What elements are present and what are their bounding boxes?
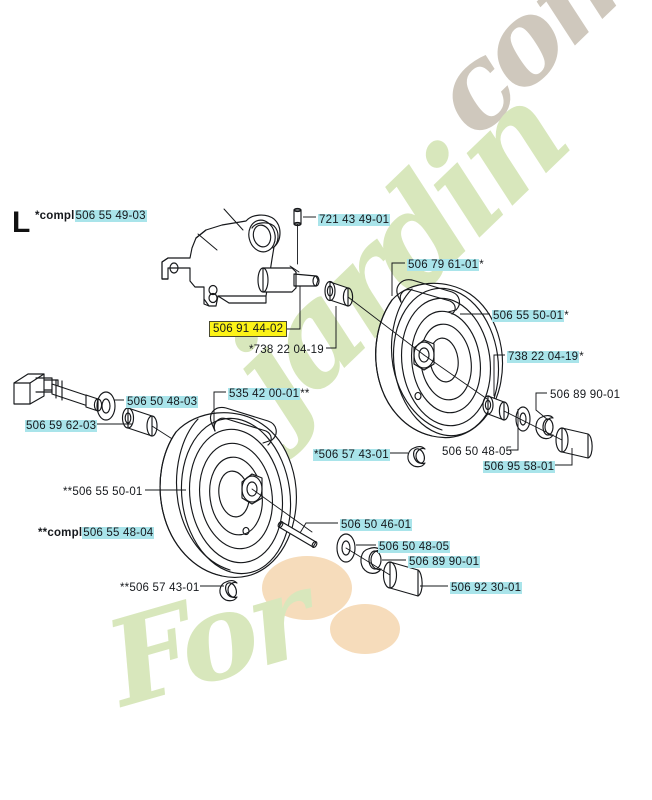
part-number: *506 57 43-01 bbox=[313, 449, 390, 461]
part-label-506-89-90-01-bot[interactable]: 506 89 90-01 bbox=[408, 556, 481, 569]
pin-lower bbox=[277, 520, 318, 549]
part-number: 506 89 90-01 bbox=[408, 556, 481, 568]
part-label-compl-506-55-48-04[interactable]: **compl506 55 48-04 bbox=[38, 527, 155, 540]
part-label-suffix: * bbox=[564, 310, 569, 322]
part-label-506-92-30-01[interactable]: 506 92 30-01 bbox=[450, 582, 523, 595]
part-label-535-42-00-01[interactable]: 535 42 00-01** bbox=[228, 388, 310, 401]
part-label-506-59-62-03[interactable]: 506 59 62-03 bbox=[25, 420, 98, 433]
part-label-506-55-50-01[interactable]: 506 55 50-01* bbox=[492, 310, 569, 323]
part-number: 506 50 48-03 bbox=[126, 396, 199, 408]
part-label-suffix: * bbox=[479, 259, 484, 271]
watermark-blob-orange bbox=[262, 556, 352, 620]
mounting-bracket bbox=[161, 208, 281, 307]
retaining-clip-upper-standalone bbox=[407, 446, 426, 468]
part-number: *738 22 04-19 bbox=[249, 344, 324, 356]
wheel-lower bbox=[159, 406, 313, 578]
part-number: 506 89 90-01 bbox=[550, 389, 621, 401]
part-number: 506 79 61-01 bbox=[407, 259, 480, 271]
part-label-506-79-61-01[interactable]: 506 79 61-01* bbox=[407, 259, 484, 272]
part-label-506-55-50-01-dd[interactable]: **506 55 50-01 bbox=[62, 486, 144, 499]
part-number: 506 50 48-05 bbox=[378, 541, 451, 553]
wheel-upper bbox=[347, 279, 503, 438]
part-label-738-22-04-19-cyan[interactable]: 738 22 04-19* bbox=[507, 351, 584, 364]
part-number: 506 55 50-01 bbox=[492, 310, 565, 322]
part-number: 506 92 30-01 bbox=[450, 582, 523, 594]
part-number: 506 50 48-05 bbox=[442, 446, 513, 458]
part-label-506-57-43-01-dd[interactable]: **506 57 43-01 bbox=[119, 582, 201, 595]
bearing-upper bbox=[324, 280, 354, 307]
part-label-738-22-04-19-star[interactable]: *738 22 04-19 bbox=[248, 344, 325, 357]
part-number: 506 59 62-03 bbox=[25, 420, 98, 432]
part-label-506-57-43-01-star[interactable]: *506 57 43-01 bbox=[313, 449, 390, 462]
part-number: 506 50 46-01 bbox=[340, 519, 413, 531]
part-label-suffix: ** bbox=[300, 388, 310, 400]
page-letter: L bbox=[12, 206, 31, 239]
part-label-721-43-49-01[interactable]: 721 43 49-01 bbox=[318, 214, 391, 227]
part-number: **506 57 43-01 bbox=[120, 582, 200, 594]
part-number: **506 55 50-01 bbox=[63, 486, 143, 498]
part-number: 738 22 04-19 bbox=[507, 351, 580, 363]
axle-stub-upper bbox=[257, 207, 320, 293]
part-number: 506 55 48-04 bbox=[82, 527, 155, 539]
part-number: 506 95 58-01 bbox=[483, 461, 556, 473]
part-label-506-91-44-02[interactable]: 506 91 44-02 bbox=[209, 321, 288, 337]
part-number: 506 55 49-03 bbox=[74, 210, 147, 222]
part-label-prefix: **compl bbox=[38, 527, 83, 539]
retaining-clip-lower-standalone bbox=[219, 580, 238, 602]
part-label-506-50-48-05-top[interactable]: 506 50 48-05 bbox=[441, 446, 513, 459]
part-label-suffix: * bbox=[579, 351, 584, 363]
part-number: 506 91 44-02 bbox=[209, 321, 288, 337]
watermark-text-com: com bbox=[404, 0, 652, 161]
part-label-506-50-48-03[interactable]: 506 50 48-03 bbox=[126, 396, 199, 409]
part-label-506-95-58-01[interactable]: 506 95 58-01 bbox=[483, 461, 556, 474]
part-number: 535 42 00-01 bbox=[228, 388, 301, 400]
watermark-text-for: For bbox=[92, 544, 323, 734]
part-label-prefix: *compl bbox=[35, 210, 75, 222]
part-label-506-89-90-01-top[interactable]: 506 89 90-01 bbox=[549, 389, 621, 402]
part-label-compl-506-55-49-03[interactable]: *compl506 55 49-03 bbox=[35, 210, 147, 223]
part-label-506-50-48-05-bot[interactable]: 506 50 48-05 bbox=[378, 541, 451, 554]
watermark-blob-orange-2 bbox=[330, 604, 400, 654]
part-label-506-50-46-01[interactable]: 506 50 46-01 bbox=[340, 519, 413, 532]
part-number: 721 43 49-01 bbox=[318, 214, 391, 226]
